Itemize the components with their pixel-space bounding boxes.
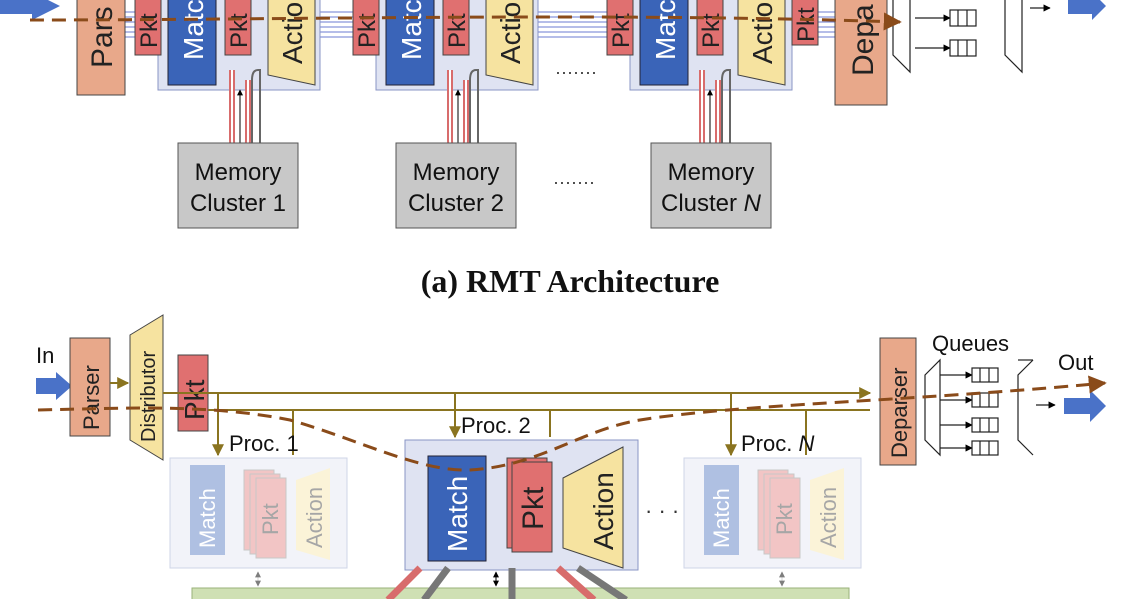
distributor-box — [129, 314, 164, 461]
rmt-parser-label: Pars — [86, 6, 119, 68]
out-label: Out — [1058, 350, 1093, 375]
procN-action-label: Action — [816, 487, 841, 548]
proc2-pkt-label: Pkt — [517, 486, 550, 530]
proc1-action-label: Action — [302, 487, 327, 548]
rmt-packet-path — [29, 12, 902, 31]
memory-cluster-1: Memory Cluster 1 — [177, 142, 299, 229]
memory-cluster-line1: Memory — [413, 159, 500, 186]
proc-deparser-label: Deparser — [887, 368, 912, 458]
memory-cluster-line2: Cluster 1 — [190, 190, 286, 217]
memory-cluster-line1: Memory — [195, 159, 282, 186]
rmt-action-box — [267, 0, 316, 86]
proc-input-arrow — [36, 372, 72, 400]
procN-label: Proc. — [741, 431, 798, 456]
rmt-output-arrow — [1068, 0, 1106, 20]
rmt-pkt-box — [134, 0, 162, 56]
rmt-action-label: Actio — [747, 2, 778, 64]
shared-memory-bar — [191, 587, 850, 599]
procN-italic: N — [798, 431, 814, 456]
proc-packet-path — [37, 375, 1107, 472]
rmt-action-label: Actio — [277, 2, 308, 64]
svg-text:Cluster N: Cluster N — [661, 190, 762, 217]
proc-queues — [924, 358, 1056, 457]
procN-match-label: Match — [709, 488, 734, 548]
proc-parser-box — [69, 337, 111, 437]
rmt-deparser-label: Depa — [847, 4, 880, 76]
proc-section: In Parser Distributor Pkt Proc. 1 Proc. … — [36, 314, 1107, 599]
memory-cluster-line2: Cluster — [661, 190, 744, 217]
proc-parser-label: Parser — [79, 365, 104, 430]
memory-cluster-line2: Cluster 2 — [408, 190, 504, 217]
svg-text:Proc. N: Proc. N — [741, 431, 814, 456]
proc1-label: Proc. 1 — [229, 431, 299, 456]
in-label: In — [36, 343, 54, 368]
rmt-match-label: Matc — [178, 0, 209, 60]
proc2-action-box — [562, 446, 624, 569]
procN-pkt-label: Pkt — [772, 503, 797, 535]
proc-pkt-label: Pkt — [179, 379, 210, 420]
proc-memory-links — [255, 565, 785, 599]
rmt-stage-2: Pkt Matc Pkt Actio — [352, 0, 539, 91]
rmt-match-label: Matc — [396, 0, 427, 60]
proc-ellipsis: · · · — [645, 498, 679, 523]
processor-n: Match Pkt Action — [683, 457, 862, 569]
rmt-stage-ellipsis: ······· — [555, 62, 597, 82]
rmt-action-label: Actio — [495, 2, 526, 64]
memory-ellipsis: ······· — [553, 172, 595, 192]
memory-cluster-n-italic: N — [744, 190, 762, 217]
proc-deparser-box — [879, 337, 917, 466]
distribution-bus — [163, 387, 872, 457]
proc2-action-label: Action — [588, 472, 619, 550]
rmt-stage-n: Pkt Matc Pkt Actio Pkt — [606, 0, 820, 91]
queues-label: Queues — [932, 331, 1009, 356]
rmt-pkt-label: Pkt — [608, 13, 635, 48]
proc2-label: Proc. 2 — [461, 413, 531, 438]
caption-a: (a) RMT Architecture — [421, 263, 720, 299]
rmt-stage-1: Pkt Matc Pkt Actio — [134, 0, 321, 91]
rmt-deparser-box — [834, 0, 888, 106]
rmt-match-box — [167, 0, 217, 86]
proc-output-arrow — [1064, 390, 1106, 422]
rmt-pkt-label: Pkt — [444, 13, 471, 48]
rmt-input-arrow — [0, 0, 60, 20]
proc1-match-label: Match — [195, 488, 220, 548]
processor-1: Match Pkt Action — [169, 457, 348, 569]
memory-cluster-line1: Memory — [668, 159, 755, 186]
rmt-section: Pars Pkt Matc Pkt Actio Pkt Matc Pkt Act… — [0, 0, 1106, 229]
rmt-pkt-label: Pkt — [793, 7, 820, 42]
proc2-match-label: Match — [442, 476, 473, 552]
memory-cluster-2: Memory Cluster 2 — [395, 142, 517, 229]
rmt-parser-box — [76, 0, 126, 96]
rmt-match-label: Matc — [650, 0, 681, 60]
distributor-label: Distributor — [138, 351, 160, 442]
proc2-match-box — [427, 455, 487, 562]
proc1-pkt-label: Pkt — [258, 503, 283, 535]
rmt-queues — [892, 0, 1051, 74]
memory-cluster-n: Memory Cluster N — [650, 142, 772, 229]
